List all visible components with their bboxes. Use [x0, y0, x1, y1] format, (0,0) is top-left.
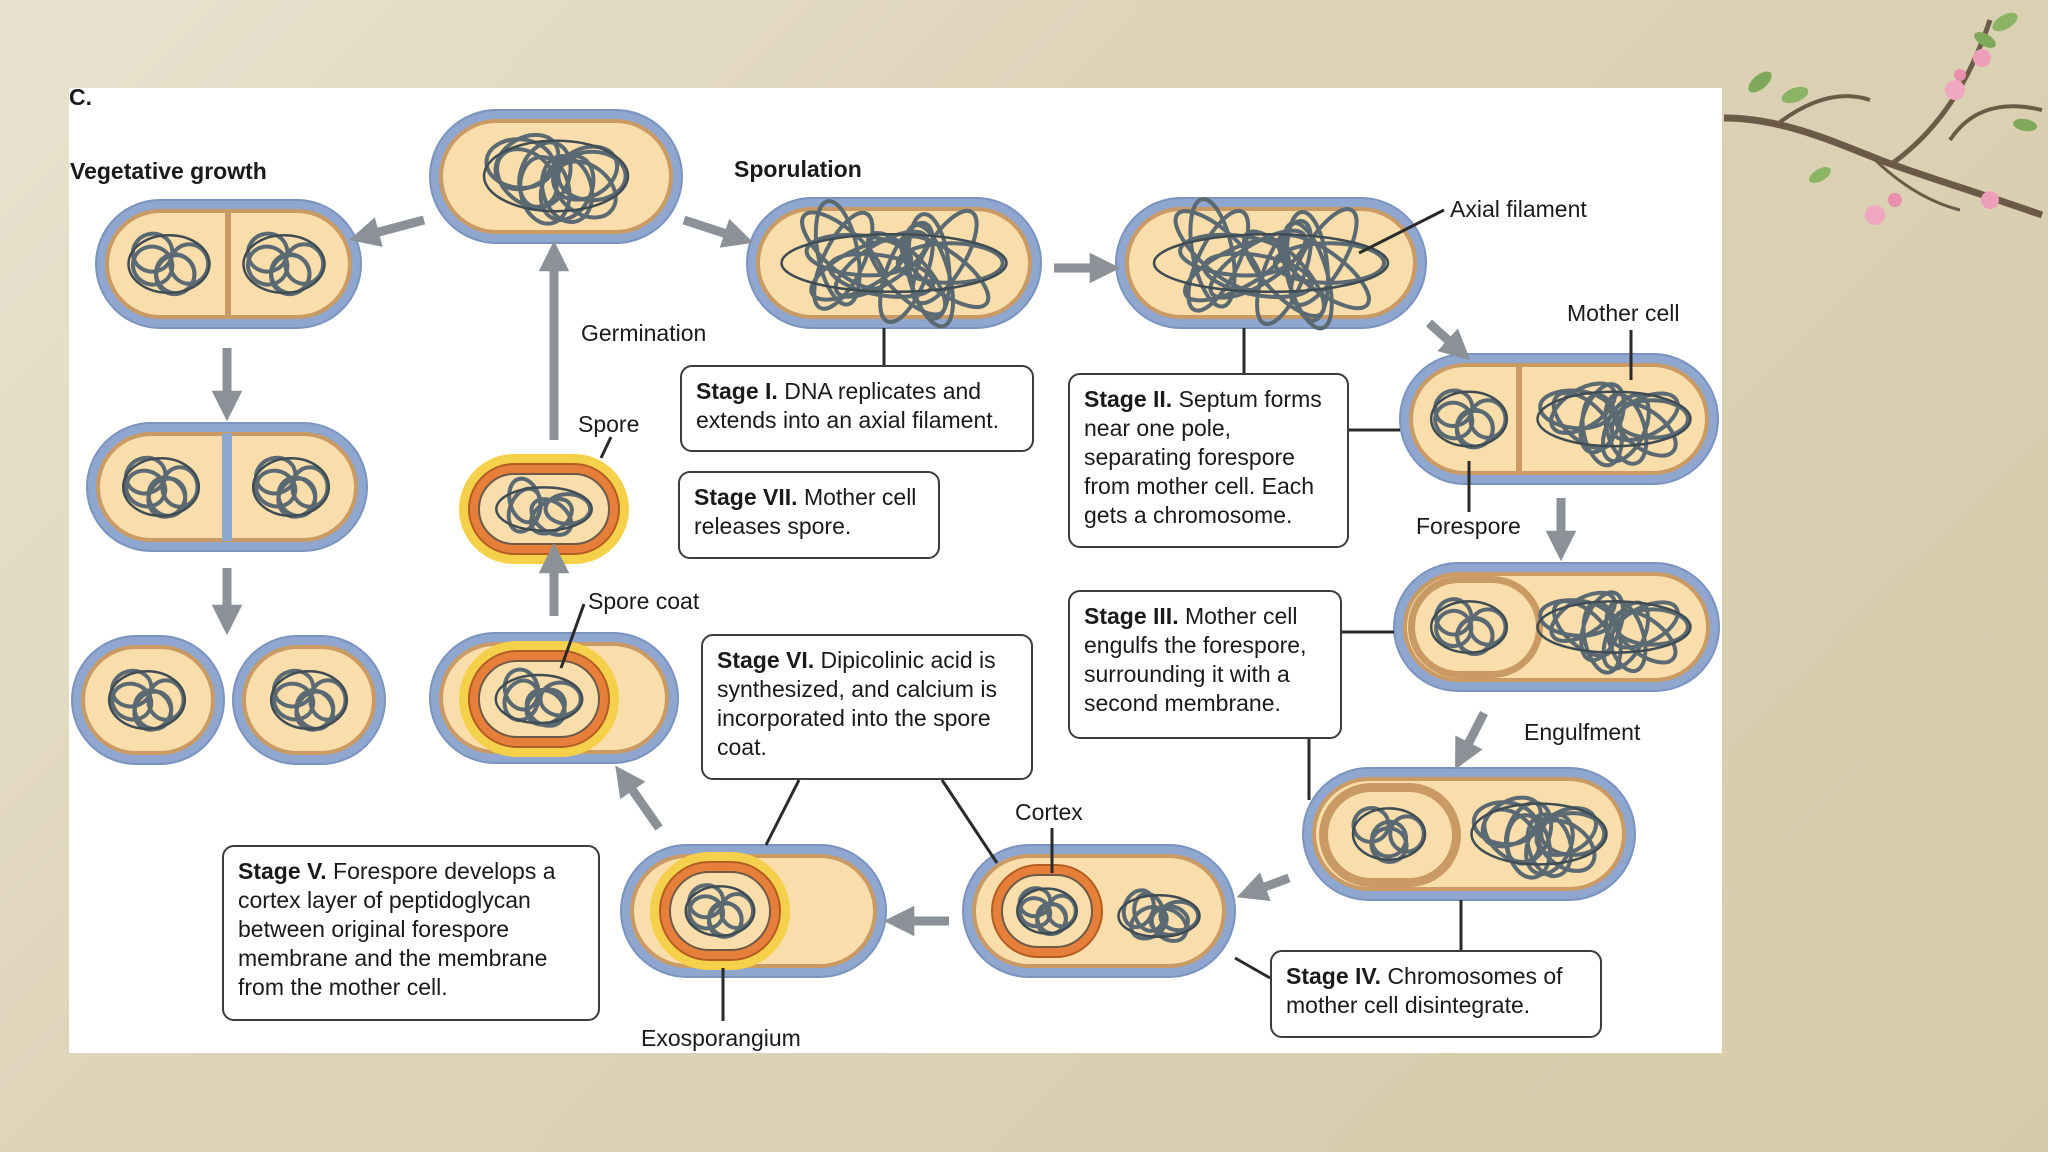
chromosome [121, 455, 201, 519]
exosporangium-spore [650, 852, 790, 970]
stage-7-text: Mother cell releases spore. [694, 484, 917, 539]
chromosome [1016, 886, 1078, 937]
arrow-exosporangium-to-spore-coat [615, 765, 663, 831]
released-spore [459, 454, 629, 564]
leader-stage6-left [764, 779, 801, 846]
mother-cell-label: Mother cell [1567, 300, 1680, 326]
axial-filament-label: Axial filament [1450, 196, 1587, 222]
stage-5-text: Forespore develops a cortex layer of pep… [238, 858, 556, 1000]
vegetative-daughter-cell-left [71, 635, 225, 765]
cortex-cell [962, 844, 1236, 978]
leader-axial-filament [1358, 208, 1445, 255]
stage-7-title: Stage VII. [694, 484, 798, 510]
stage-3-title: Stage III. [1084, 603, 1179, 629]
chromosome [780, 199, 1008, 329]
vegetative-growth-label: Vegetative growth [70, 158, 267, 184]
germinating-cell [429, 109, 683, 244]
sporulation-diagram-panel: C. Vegetative growth Sporulation Germina… [69, 84, 1722, 1053]
exosporangium-label: Exosporangium [641, 1025, 801, 1051]
chromosome [1536, 590, 1692, 675]
arrow-stage3-to-stage4 [1455, 710, 1489, 770]
chromosome [127, 231, 211, 297]
stage-3-box: Stage III. Mother cell engulfs the fores… [1068, 590, 1342, 739]
arrow-germinating-to-vegetative [349, 215, 426, 247]
chromosome [1351, 806, 1427, 864]
chromosome [1152, 197, 1390, 331]
stage-1-cell [746, 197, 1042, 329]
stage-4-cell [1302, 767, 1636, 901]
stage-2-box: Stage II. Septum forms near one pole, se… [1068, 373, 1349, 548]
chromosome [251, 455, 331, 519]
leader-stage6-right [940, 779, 999, 864]
stage-1-text: DNA replicates and extends into an axial… [696, 378, 1000, 433]
cherry-blossom-branch-decoration [1723, 12, 2044, 225]
stage-7-box: Stage VII. Mother cell releases spore. [678, 471, 940, 559]
leader-stage4-cortex [1234, 956, 1271, 980]
stage-2-cell [1399, 353, 1719, 485]
chromosome [482, 132, 630, 226]
sporulation-cycle-diagram [71, 109, 1720, 1021]
stage-4-text: Chromosomes of mother cell disintegrate. [1286, 963, 1563, 1018]
stage-3-text: Mother cell engulfs the forespore, surro… [1084, 603, 1307, 716]
stage-1-box: Stage I. DNA replicates and extends into… [680, 365, 1034, 452]
stage-5-box: Stage V. Forespore develops a cortex lay… [222, 845, 600, 1021]
germination-label: Germination [581, 320, 707, 346]
arrow-germinating-to-stage1 [682, 215, 754, 248]
arrow-axial-to-stage2 [1425, 319, 1471, 361]
cortex-label: Cortex [1015, 799, 1083, 825]
stage-6-box: Stage VI. Dipicolinic acid is synthesize… [701, 634, 1033, 780]
chromosome [107, 668, 187, 732]
leader-spore [599, 436, 613, 459]
chromosome [269, 668, 349, 732]
stage-1-title: Stage I. [696, 378, 778, 404]
spore-label: Spore [578, 411, 640, 437]
stage-2-title: Stage II. [1084, 386, 1173, 412]
chromosome [1470, 795, 1608, 880]
stage-6-text: Dipicolinic acid is synthesized, and cal… [717, 647, 997, 760]
chromosome [684, 883, 756, 939]
stage-3-cell [1393, 562, 1720, 692]
stage-6-title: Stage VI. [717, 647, 815, 673]
coat-spore [459, 641, 619, 757]
chromosome [495, 476, 593, 537]
arrow-stage4-to-cortex [1236, 872, 1291, 902]
vegetative-cell-septum [86, 422, 368, 552]
vegetative-daughter-cell-right [232, 635, 386, 765]
stage-4-box: Stage IV. Chromosomes of mother cell dis… [1270, 950, 1602, 1038]
stage-5-title: Stage V. [238, 858, 327, 884]
spore-coat-label: Spore coat [588, 588, 700, 614]
cortex-spore [991, 864, 1103, 958]
exosporangium-cell [620, 844, 887, 978]
vegetative-cell-dividing [95, 199, 362, 329]
leader-spore-coat [559, 603, 586, 669]
chromosome [1536, 381, 1692, 468]
panel-letter: C. [69, 84, 92, 110]
stage-2-text: Septum forms near one pole, separating f… [1084, 386, 1322, 528]
free-spore [459, 454, 629, 564]
chromosome [494, 667, 584, 728]
chromosome [242, 231, 326, 297]
spore-coat-cell [429, 632, 679, 764]
chromosome [1117, 888, 1201, 944]
forespore-label: Forespore [1416, 513, 1521, 539]
sporulation-label: Sporulation [734, 156, 862, 182]
axial-filament-cell [1115, 197, 1427, 331]
chromosome [1429, 597, 1509, 657]
stage-4-title: Stage IV. [1286, 963, 1382, 989]
engulfment-label: Engulfment [1524, 719, 1641, 745]
chromosome [1429, 388, 1509, 450]
